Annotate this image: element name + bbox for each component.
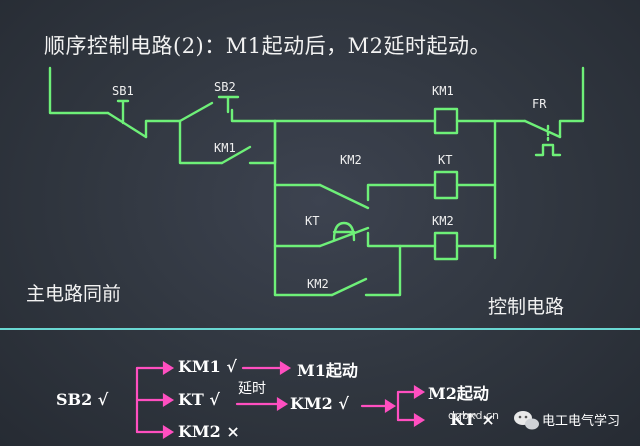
km2-nc-contact — [318, 183, 370, 210]
seq-kt: KT √ — [178, 390, 220, 409]
sb1-label: SB1 — [112, 84, 134, 98]
kt-coil — [433, 170, 459, 200]
sb2-actuator — [217, 95, 240, 114]
km1-aux-wire — [178, 119, 224, 165]
seq-arrowhead-ktx — [413, 413, 426, 427]
seq-m2-start: M2起动 — [428, 384, 489, 403]
kt-timer-arc — [332, 221, 356, 242]
kt-contact — [318, 226, 370, 248]
seq-start-sb2: SB2 √ — [56, 390, 109, 409]
km1-coil — [433, 107, 459, 135]
fr-contact — [523, 119, 562, 139]
seq-m1-start: M1起动 — [297, 361, 358, 380]
right-supply-wire — [558, 66, 585, 139]
watermark-account: 电工电气学习 — [542, 414, 621, 429]
km2-nc-label: KM2 — [340, 153, 362, 167]
km2-aux-contact — [330, 277, 368, 297]
control-circuit-note: 控制电路 — [488, 296, 565, 318]
seq-arrowhead-m1 — [279, 361, 292, 375]
km1-coil-label: KM1 — [432, 84, 454, 98]
km2-aux-tail — [364, 244, 402, 297]
km2-nc-tail — [366, 183, 437, 202]
left-supply-wire — [48, 66, 110, 115]
kt-contact-label: KT — [305, 214, 320, 228]
km1-aux-label: KM1 — [214, 141, 236, 155]
seq-arrowhead-km1 — [162, 361, 175, 375]
seq-km2-off: KM2 × — [178, 422, 240, 441]
watermark-site: dqbxd.cn — [448, 409, 499, 422]
km2-aux-label: KM2 — [307, 277, 329, 291]
seq-arrowhead-kt — [162, 393, 175, 407]
sb2-contact — [178, 101, 214, 123]
seq-arrowhead-m2 — [413, 385, 426, 399]
fr-symbol — [534, 143, 562, 157]
km1-aux-contact — [220, 145, 252, 165]
seq-arrowhead-delay — [276, 397, 289, 411]
sb2-right-wire — [230, 108, 277, 123]
seq-kt-off: KT × — [450, 410, 495, 429]
km2-coil-label: KM2 — [432, 214, 454, 228]
main-circuit-note: 主电路同前 — [26, 283, 122, 305]
kt-contact-tail — [366, 231, 437, 248]
kt-coil-label: KT — [438, 153, 453, 167]
km1-aux-return — [248, 119, 277, 165]
seq-arrowhead-km2x — [162, 425, 175, 439]
sb2-label: SB2 — [214, 80, 236, 94]
seq-delay: 延时 — [238, 381, 266, 397]
km2-coil — [433, 231, 459, 261]
page-title: 顺序控制电路(2)：M1起动后，M2延时起动。 — [44, 34, 491, 58]
seq-km1: KM1 √ — [178, 357, 237, 376]
sb1-actuator — [116, 99, 130, 125]
sb1-to-sb2-wire — [144, 119, 182, 139]
fr-label: FR — [532, 97, 547, 111]
wechat-icon — [514, 411, 539, 430]
sb1-contact — [106, 111, 148, 139]
seq-arrowhead-km2-branch — [384, 399, 397, 413]
seq-km2: KM2 √ — [290, 394, 349, 413]
